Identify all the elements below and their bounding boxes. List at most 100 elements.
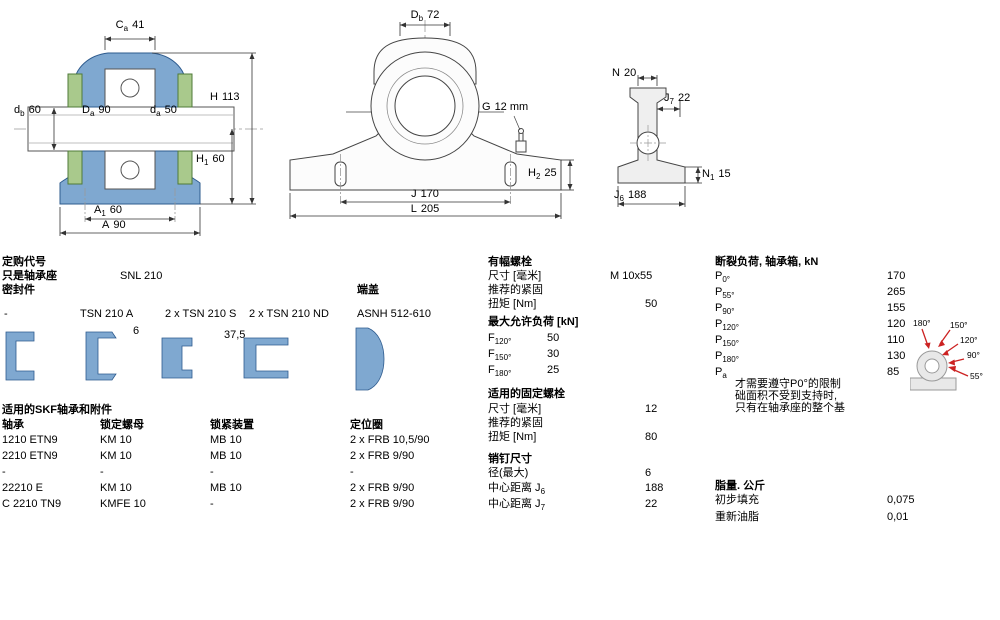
fixbolt-size-label: 尺寸 [毫米] [488,403,542,415]
bearing-cell: - [2,466,6,478]
locknut-cell: KMFE 10 [100,498,146,510]
breaking-block: 断裂负荷, 轴承箱, kN P0° 170 P55° 265 P90° 155 … [715,252,1000,620]
grease-initial-label: 初步填充 [715,494,759,506]
seal-icon-tsn-s [161,337,193,379]
housing-cross-section [59,52,201,205]
bolt-size-label: 尺寸 [毫米] [488,270,542,282]
pin-cc-j6-label: 中心距离 J6 [488,482,546,497]
dimension-lines [289,22,574,219]
seal-icon-tsn-a [85,331,117,381]
dimension-lines [617,75,702,207]
bolts-block: 有幅螺栓 尺寸 [毫米] M 10x55 推荐的紧固 扭矩 [Nm] 50 最大… [488,252,703,620]
pa-value: 85 [887,366,900,378]
locknut-cell: - [100,466,104,478]
p120-label: P120° [715,318,739,333]
p90-label: P90° [715,302,735,317]
angle-150: 150° [950,320,968,330]
grease-title: 脂量. 公斤 [715,480,766,492]
angle-labels: 180° 150° 120° 90° 55° [913,318,983,381]
ordering-block: 定购代号 只是轴承座 SNL 210 密封件 端盖 - TSN 210 A 2 … [2,252,482,620]
pin-dia-value: 6 [645,467,652,479]
lockdevice-cell: MB 10 [210,450,242,462]
fixbolt-torque-value: 80 [645,431,658,443]
seals-label: 密封件 [2,284,35,296]
bolt-torque-label: 扭矩 [Nm] [488,298,537,310]
p150-label: P150° [715,334,739,349]
end-cover-icon [355,327,385,391]
p0-label: P0° [715,270,730,285]
angle-120: 120° [960,335,978,345]
bearings-col-lockdevice: 锁紧装置 [210,419,254,431]
locknut-cell: KM 10 [100,434,132,446]
seal-option-tsn-s: 2 x TSN 210 S [165,308,237,320]
bearing-cell: 1210 ETN9 [2,434,58,446]
seal-cross-sections [67,73,193,185]
angle-180: 180° [913,318,931,328]
bearings-title: 适用的SKF轴承和附件 [2,404,112,416]
housing-outline [289,37,562,205]
f120-value: 50 [547,332,560,344]
locatingring-cell: 2 x FRB 9/90 [350,498,415,510]
seal-icons [5,327,385,391]
p150-value: 110 [887,334,905,346]
p180-label: P180° [715,350,739,365]
p0-value: 170 [887,270,906,282]
bolt-size-value: M 10x55 [610,270,653,282]
p180-value: 130 [887,350,906,362]
load-arrows [921,328,969,377]
fixbolt-torque-label: 扭矩 [Nm] [488,431,537,443]
bearings-col-locknut: 锁定螺母 [100,419,144,431]
end-cover-label: 端盖 [357,284,379,296]
f150-value: 30 [547,348,560,360]
angle-55: 55° [970,371,983,381]
angle-90: 90° [967,350,980,360]
f180-value: 25 [547,364,560,376]
shaft [14,106,264,152]
bearings-col-bearing: 轴承 [2,419,24,431]
seal-option-tsn-nd: 2 x TSN 210 ND [249,308,329,320]
seal-option-tsn-a: TSN 210 A [80,308,134,320]
pins-title: 销钉尺寸 [488,453,532,465]
locatingring-cell: 2 x FRB 9/90 [350,482,415,494]
p55-value: 265 [887,286,906,298]
load-direction-figure: 180° 150° 120° 90° 55° [910,312,998,394]
fixbolt-size-value: 12 [645,403,658,415]
bearing-cell: 22210 E [2,482,43,494]
section-view-linework [14,36,264,236]
bolt-torque-value: 50 [645,298,658,310]
dimension-lines [51,36,256,236]
note-line-2: 础面积不受到支持时, [735,390,838,402]
housing-only-label: 只是轴承座 [2,270,57,282]
pa-label: Pa [715,366,727,381]
seal-icon-standard [5,331,35,381]
seal-icons-row [2,322,432,402]
ordering-title: 定购代号 [2,256,46,268]
grease-initial-value: 0,075 [887,494,915,506]
note-line-3: 只有在轴承座的整个基 [735,402,845,414]
seal-width-dim1: 6 [133,325,140,337]
p90-value: 155 [887,302,906,314]
grease-fitting [513,115,527,153]
housing-designation: SNL 210 [120,270,163,282]
locknut-cell: KM 10 [100,450,132,462]
bearing-cell: 2210 ETN9 [2,450,58,462]
locatingring-cell: 2 x FRB 9/90 [350,450,415,462]
lockdevice-cell: - [210,498,214,510]
seal-option-none: - [4,308,8,320]
load-direction-svg: 180° 150° 120° 90° 55° [910,318,983,391]
